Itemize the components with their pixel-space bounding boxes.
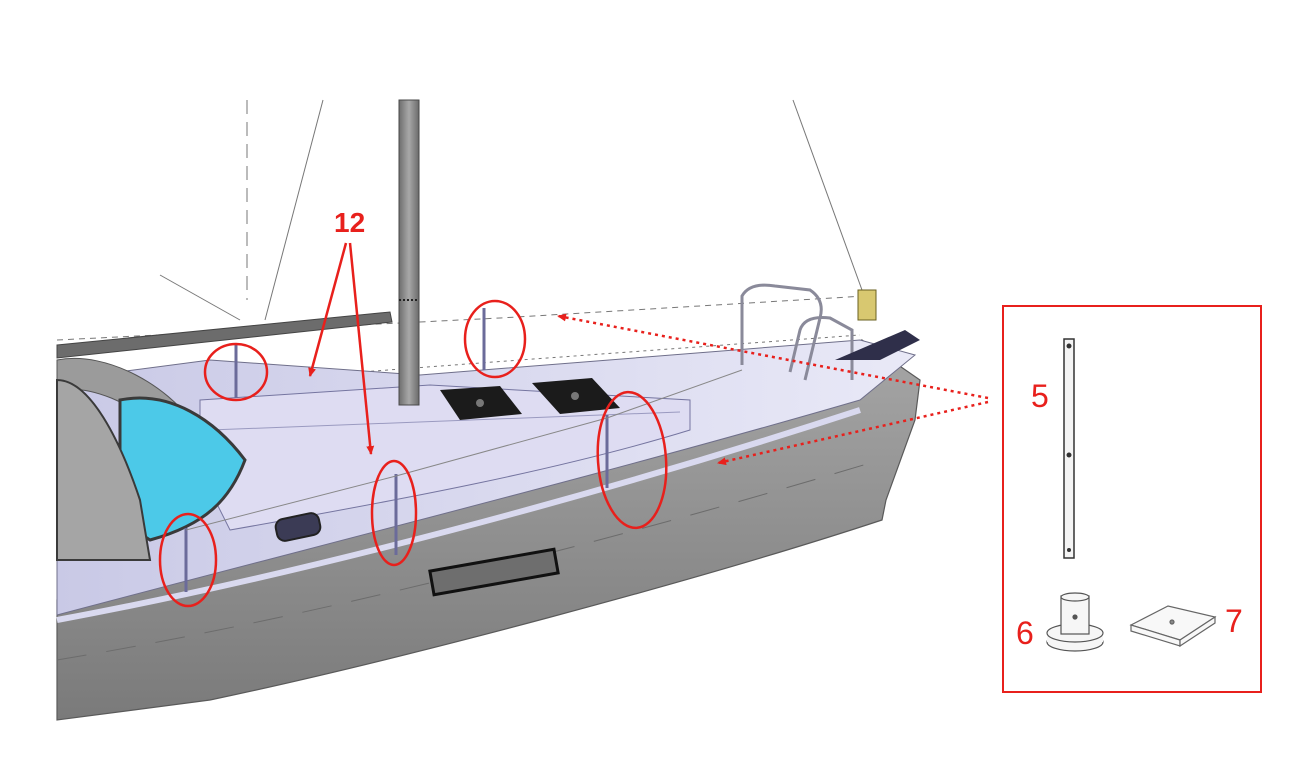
bow-pulpit [740,283,854,381]
callout-label-12: 12 [334,207,366,238]
stanchion-callout-ellipses [158,299,668,608]
guardrail-wire [185,369,743,531]
stanchion-icon [1063,338,1075,559]
anchor [835,330,920,360]
callout-label-6: 6 [1016,615,1034,651]
sprayhood-glass [118,396,247,542]
arrows-label-5 [557,313,989,466]
sheer-line [56,407,861,623]
coachroof-portlight [274,512,322,542]
hull-window [428,547,560,597]
stanchion-base-icon [1046,592,1104,652]
backing-plate-icon [1129,605,1217,648]
parts-box [1002,305,1262,693]
coachroof [199,384,691,531]
callout-label-7: 7 [1225,603,1243,639]
boom [56,311,393,359]
bimini-frame [56,378,152,561]
arrows-label-12 [308,242,375,455]
mast [398,99,420,406]
stanchions [184,308,609,592]
callout-label-5: 5 [1031,378,1049,414]
